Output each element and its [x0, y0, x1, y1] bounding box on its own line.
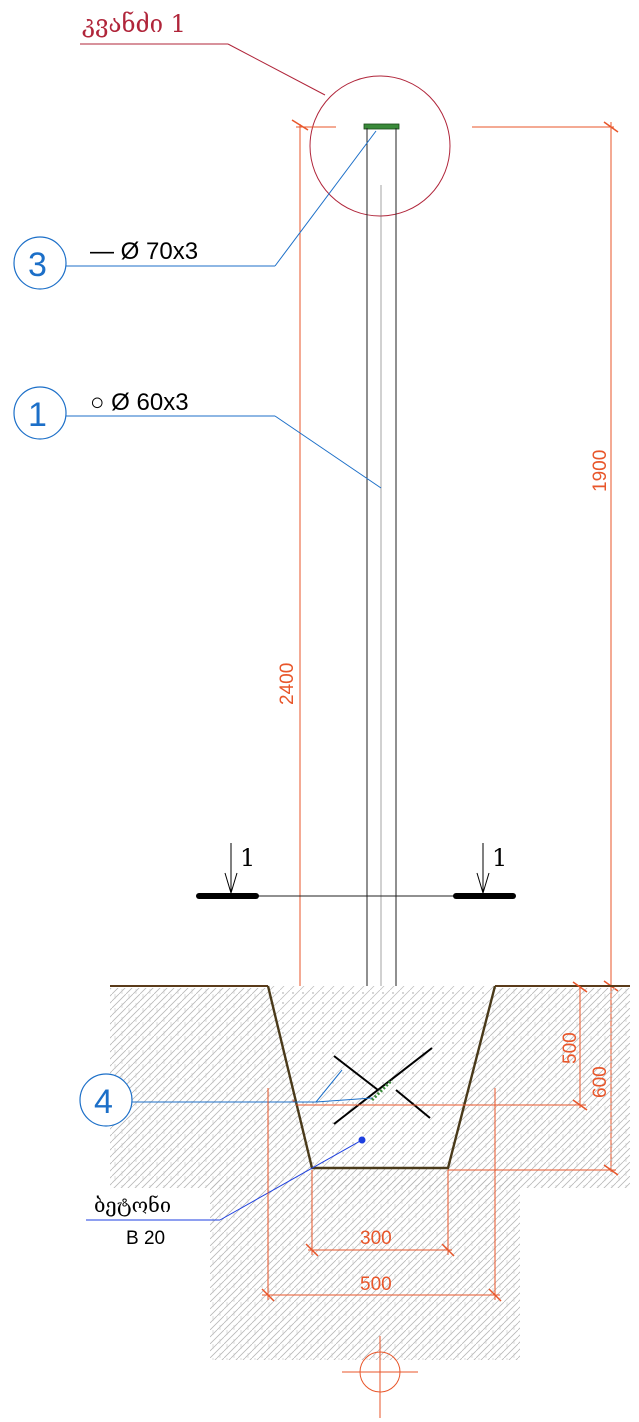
concrete-hatch — [268, 986, 495, 1168]
section-label-left: 1 — [240, 844, 255, 872]
soil-hatch-lower — [210, 1180, 520, 1360]
dim-500v-tick-top — [572, 981, 588, 993]
anchor-bar-1 — [333, 1055, 379, 1091]
dim-600-tick-bottom — [603, 1164, 619, 1176]
section-arrow-left-head — [224, 872, 238, 895]
dim-600-text: 600 — [590, 1066, 611, 1098]
detail-circle — [309, 75, 451, 217]
concrete-grade: B 20 — [126, 1228, 165, 1249]
concrete-leader — [219, 1139, 363, 1221]
concrete-label: ბეტონი — [94, 1193, 171, 1217]
callout-3-circle — [13, 236, 67, 290]
dim-2400-text: 2400 — [277, 663, 298, 705]
section-label-right: 1 — [492, 844, 507, 872]
callout-3-leader — [274, 130, 377, 267]
dim-500v-text: 500 — [560, 1032, 581, 1064]
anchor-bar-2 — [333, 1047, 433, 1125]
callout-1-text: ○ Ø 60x3 — [90, 389, 189, 416]
title-text: კვანძი 1 — [82, 10, 186, 38]
dim-500v-tick-bottom — [572, 1099, 588, 1111]
dim-500h-tick-left — [261, 1288, 275, 1302]
title-leader — [227, 43, 326, 96]
callout-1-leader — [274, 415, 382, 489]
dim-1900-text: 1900 — [590, 450, 611, 492]
callout-3-number: 3 — [28, 246, 47, 284]
anchor-bar-3 — [395, 1089, 431, 1119]
dim-300-text: 300 — [360, 1228, 392, 1249]
callout-1-number: 1 — [28, 396, 47, 434]
dim-500h-tick-right — [488, 1288, 502, 1302]
section-arrow-right-head — [476, 872, 490, 895]
callout-4-leader-1 — [315, 1069, 343, 1103]
callout-3-text: — Ø 70x3 — [90, 238, 198, 265]
callout-4-leader-2 — [315, 1097, 373, 1103]
dim-2400-tick-top — [291, 119, 309, 131]
callout-4-number: 4 — [94, 1083, 113, 1121]
cap-plate — [363, 123, 400, 130]
anchor-weld — [370, 1078, 394, 1102]
dim-1900-tick-top — [603, 121, 619, 133]
dim-300-tick-right — [441, 1243, 455, 1257]
callout-1-circle — [13, 386, 67, 440]
pit-outline — [266, 985, 497, 1170]
dim-500h-text: 500 — [360, 1274, 392, 1295]
callout-4-circle — [79, 1073, 133, 1127]
dim-300-tick-left — [305, 1243, 319, 1257]
